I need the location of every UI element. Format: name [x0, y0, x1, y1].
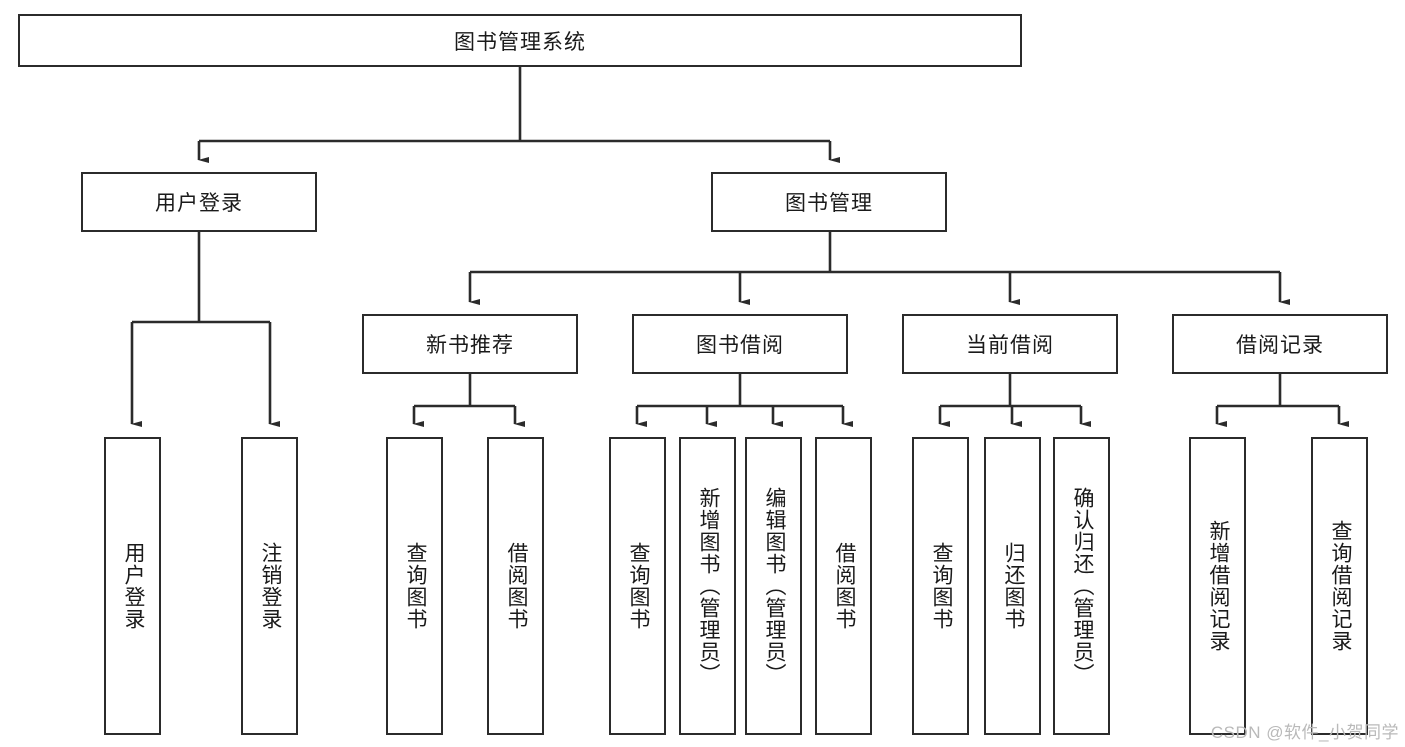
- leaf-query-borrow-record[interactable]: 查询借阅记录: [1311, 437, 1368, 735]
- node-new-book-recommend-label: 新书推荐: [426, 334, 514, 357]
- leaf-edit-book-admin-label: 编辑图书（管理员）: [762, 487, 786, 685]
- leaf-return-book[interactable]: 归还图书: [984, 437, 1041, 735]
- node-current-borrow-label: 当前借阅: [966, 334, 1054, 357]
- leaf-user-login-label: 用户登录: [121, 542, 145, 630]
- leaf-add-borrow-record[interactable]: 新增借阅记录: [1189, 437, 1246, 735]
- leaf-borrow-book-1[interactable]: 借阅图书: [487, 437, 544, 735]
- leaf-borrow-book-2[interactable]: 借阅图书: [815, 437, 872, 735]
- leaf-query-borrow-record-label: 查询借阅记录: [1328, 520, 1352, 652]
- node-book-borrow[interactable]: 图书借阅: [632, 314, 848, 374]
- leaf-edit-book-admin[interactable]: 编辑图书（管理员）: [745, 437, 802, 735]
- leaf-query-book-2[interactable]: 查询图书: [609, 437, 666, 735]
- leaf-confirm-return-admin-label: 确认归还（管理员）: [1070, 487, 1094, 685]
- node-borrow-record[interactable]: 借阅记录: [1172, 314, 1388, 374]
- node-user-login[interactable]: 用户登录: [81, 172, 317, 232]
- leaf-query-book-3-label: 查询图书: [929, 542, 953, 630]
- watermark: CSDN @软件_小贺同学: [1210, 723, 1399, 742]
- leaf-query-book-3[interactable]: 查询图书: [912, 437, 969, 735]
- node-book-borrow-label: 图书借阅: [696, 334, 784, 357]
- leaf-query-book-1[interactable]: 查询图书: [386, 437, 443, 735]
- leaf-logout-login-label: 注销登录: [258, 542, 282, 630]
- node-borrow-record-label: 借阅记录: [1236, 334, 1324, 357]
- node-user-login-label: 用户登录: [155, 192, 243, 215]
- leaf-confirm-return-admin[interactable]: 确认归还（管理员）: [1053, 437, 1110, 735]
- leaf-query-book-2-label: 查询图书: [626, 542, 650, 630]
- leaf-add-book-admin-label: 新增图书（管理员）: [696, 487, 720, 685]
- node-new-book-recommend[interactable]: 新书推荐: [362, 314, 578, 374]
- node-current-borrow[interactable]: 当前借阅: [902, 314, 1118, 374]
- leaf-user-login[interactable]: 用户登录: [104, 437, 161, 735]
- leaf-add-borrow-record-label: 新增借阅记录: [1206, 520, 1230, 652]
- leaf-borrow-book-2-label: 借阅图书: [832, 542, 856, 630]
- node-book-manage-label: 图书管理: [785, 192, 873, 215]
- node-root[interactable]: 图书管理系统: [18, 14, 1022, 67]
- leaf-logout-login[interactable]: 注销登录: [241, 437, 298, 735]
- leaf-borrow-book-1-label: 借阅图书: [504, 542, 528, 630]
- leaf-add-book-admin[interactable]: 新增图书（管理员）: [679, 437, 736, 735]
- leaf-return-book-label: 归还图书: [1001, 542, 1025, 630]
- leaf-query-book-1-label: 查询图书: [403, 542, 427, 630]
- node-book-manage[interactable]: 图书管理: [711, 172, 947, 232]
- node-root-label: 图书管理系统: [454, 30, 586, 54]
